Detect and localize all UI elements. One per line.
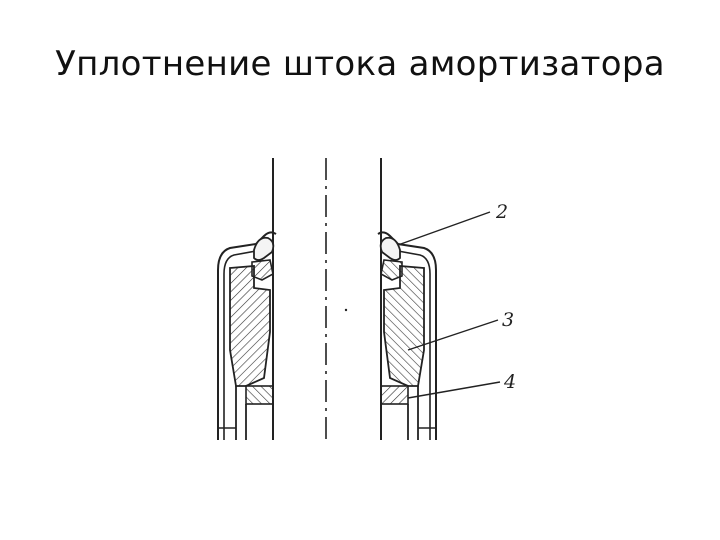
callout-3: 3 xyxy=(502,309,514,331)
seal-assembly-left xyxy=(217,231,277,440)
rod-seal-diagram: 2 3 4 xyxy=(160,150,540,445)
slide-title: Уплотнение штока амортизатора xyxy=(55,44,665,84)
callout-2: 2 xyxy=(495,201,508,223)
callout-4: 4 xyxy=(503,371,516,393)
seal-assembly-right xyxy=(377,231,437,440)
piston-rod xyxy=(272,158,382,440)
leader-lines xyxy=(397,211,501,399)
